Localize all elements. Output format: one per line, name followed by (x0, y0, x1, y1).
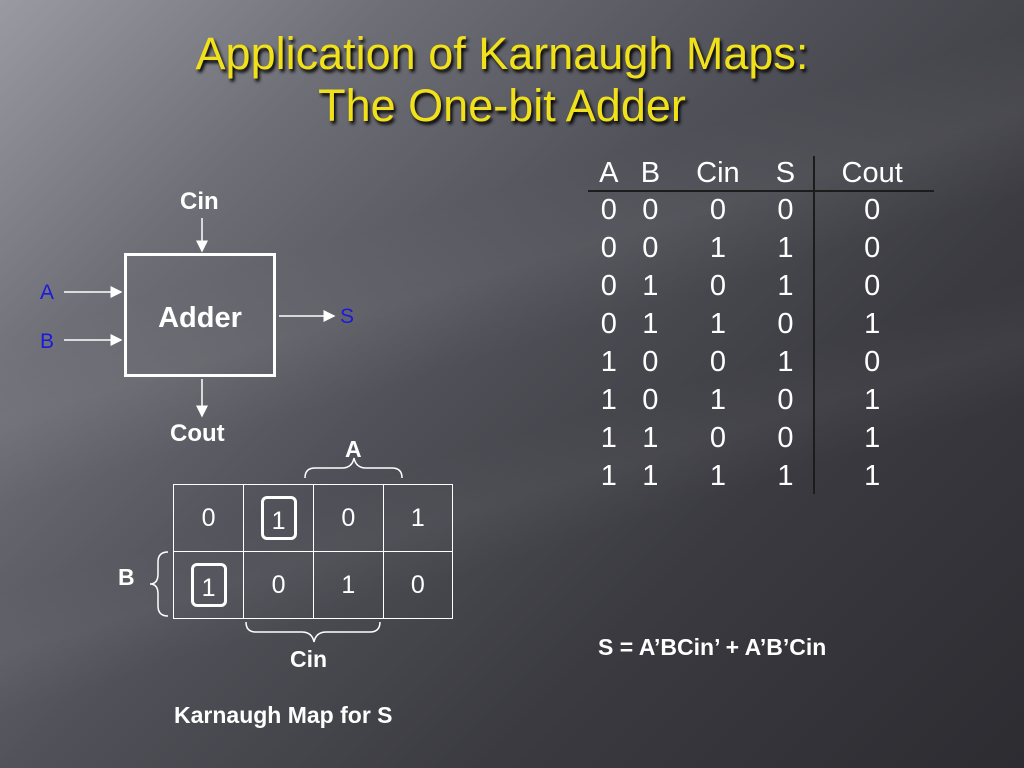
kmap-cell-value: 1 (341, 570, 356, 599)
table-cell: 0 (600, 193, 617, 226)
table-cell: 1 (709, 307, 726, 340)
table-header: Cout (841, 156, 903, 189)
kmap-cell-value: 0 (341, 503, 356, 532)
table-cell: 0 (642, 193, 659, 226)
table-cell: 1 (642, 459, 659, 492)
kmap-cell-value: 0 (201, 503, 216, 532)
table-cell: 1 (642, 421, 659, 454)
table-cell: 1 (600, 345, 617, 378)
table-cell: 0 (864, 231, 881, 264)
kmap-cell-value-grouped: 1 (190, 563, 227, 607)
table-cell: 1 (709, 383, 726, 416)
kmap-cell: 0 (382, 551, 454, 619)
table-cell: 1 (777, 231, 794, 264)
adder-input-cin-label: Cin (180, 188, 219, 215)
table-cell: 0 (777, 193, 794, 226)
kmap-cell: 1 (243, 484, 315, 552)
table-cell: 1 (709, 459, 726, 492)
table-cell: 0 (864, 193, 881, 226)
table-cell: 0 (864, 269, 881, 302)
kmap-cell-value-grouped: 1 (260, 496, 297, 540)
table-cell: 0 (642, 345, 659, 378)
table-cell: 0 (709, 345, 726, 378)
table-cell: 0 (642, 231, 659, 264)
table-cell: 1 (642, 307, 659, 340)
title-line-2: The One-bit Adder (318, 80, 686, 131)
table-header: B (640, 156, 661, 189)
kmap-label-cin: Cin (290, 646, 328, 672)
kmap-cell-value: 0 (410, 570, 425, 599)
kmap-cell: 1 (382, 484, 454, 552)
table-cell: 0 (777, 421, 794, 454)
kmap-cell: 1 (313, 551, 384, 619)
kmap-cell: 0 (243, 551, 315, 619)
table-cell: 1 (864, 383, 881, 416)
kmap-label-b: B (118, 564, 135, 590)
table-cell: 0 (709, 421, 726, 454)
table-cell: 0 (642, 383, 659, 416)
kmap-label-a: A (345, 436, 362, 462)
table-cell: 1 (864, 459, 881, 492)
adder-block: Adder (124, 253, 276, 377)
adder-input-b-label: B (40, 330, 55, 353)
table-cell: 1 (864, 307, 881, 340)
kmap-cell: 0 (172, 484, 245, 552)
kmap-cell-value: 0 (271, 570, 286, 599)
kmap-cell: 1 (172, 551, 245, 619)
table-cell: 1 (777, 459, 794, 492)
slide-title: Application of Karnaugh Maps: The One-bi… (0, 28, 1004, 132)
brace-a (304, 457, 403, 479)
adder-output-s-label: S (340, 305, 355, 328)
table-cell: 0 (600, 307, 617, 340)
title-line-1: Application of Karnaugh Maps: (195, 28, 809, 79)
table-cell: 0 (600, 231, 617, 264)
kmap-row: 0 1 0 1 (172, 484, 454, 552)
adder-input-a-label: A (40, 281, 55, 304)
table-header: S (775, 156, 796, 189)
karnaugh-map: 0 1 0 1 1 0 1 0 (172, 484, 454, 619)
kmap-caption: Karnaugh Map for S (174, 702, 393, 728)
table-cell: 1 (600, 459, 617, 492)
table-cell: 1 (600, 421, 617, 454)
table-header: Cin (696, 156, 740, 189)
table-cell: 1 (600, 383, 617, 416)
table-cell: 0 (709, 193, 726, 226)
kmap-cell-value: 1 (410, 503, 425, 532)
brace-cin (245, 621, 381, 643)
table-cell: 0 (709, 269, 726, 302)
table-cell: 0 (777, 383, 794, 416)
table-cell: 1 (777, 345, 794, 378)
table-header: A (599, 156, 619, 189)
adder-output-cout-label: Cout (170, 420, 225, 447)
brace-b (149, 551, 169, 617)
table-cell: 1 (642, 269, 659, 302)
table-cell: 0 (777, 307, 794, 340)
table-cell: 1 (709, 231, 726, 264)
sum-equation: S = A’BCin’ + A’B’Cin (598, 634, 827, 660)
table-header-row: A B Cin S Cout (588, 155, 938, 191)
table-cell: 0 (600, 269, 617, 302)
kmap-cell: 0 (313, 484, 384, 552)
adder-block-label: Adder (158, 302, 242, 334)
table-cell: 1 (777, 269, 794, 302)
table-cell: 1 (864, 421, 881, 454)
table-cell: 0 (864, 345, 881, 378)
kmap-row: 1 0 1 0 (172, 551, 454, 619)
